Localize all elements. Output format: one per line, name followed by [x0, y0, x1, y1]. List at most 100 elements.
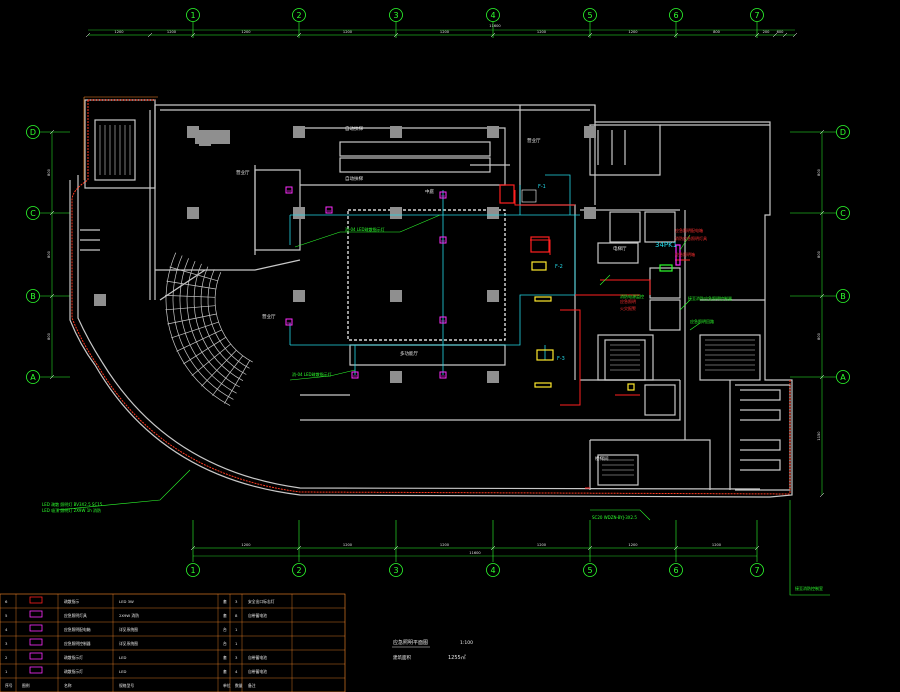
- top-dim-tick-8: [754, 32, 760, 38]
- legend-symbol-4: [29, 652, 43, 660]
- panel-id-label: 34PK1: [655, 241, 677, 249]
- light-fixtures: [285, 186, 447, 379]
- seating-aisle-11: [169, 266, 218, 282]
- legend-cell-5-5: 4: [235, 669, 238, 674]
- structural-columns: [94, 126, 596, 383]
- legend-cell-5-4: 套: [223, 669, 227, 674]
- axis-bubble-right-C: [836, 206, 850, 220]
- top-total-dim: 11600: [489, 24, 501, 28]
- bottom-dim-tick-3: [490, 545, 496, 551]
- seating-aisle-4: [183, 337, 226, 365]
- column-4: [293, 207, 305, 219]
- room-label-stair: 楼梯间: [595, 455, 609, 462]
- legend-cell-2-0: 4: [5, 627, 8, 632]
- column-0: [293, 126, 305, 138]
- right-dim-tick-2: [819, 293, 825, 299]
- axis-label-left-B: B: [30, 292, 36, 301]
- bottom-dim-tick-5: [673, 545, 679, 551]
- top-dim-text-4: 1200: [440, 30, 450, 34]
- legend-cell-2-3: 详见系统图: [119, 627, 138, 632]
- annotation-fire-alarm: 火灾报警: [620, 305, 636, 311]
- note-area-label: 建筑面积: [393, 654, 411, 661]
- label-f1: F-1: [538, 184, 546, 190]
- axis-label-top-3: 3: [393, 11, 398, 20]
- axis-bubble-right-D: [836, 125, 850, 139]
- legend-cell-2-2: 应急照明配电箱: [64, 627, 91, 632]
- legend-cell-0-2: 疏散指示: [64, 599, 79, 604]
- axis-bubble-bottom-3: [389, 563, 403, 577]
- top-dim-text-1: 1200: [167, 30, 177, 34]
- seating-aisle-2: [201, 350, 237, 387]
- fixture-1: [325, 206, 333, 214]
- seating-row-4: [186, 260, 240, 388]
- top-dim-text-2: 1200: [241, 30, 251, 34]
- axis-label-right-C: C: [840, 209, 846, 218]
- axis-label-top-4: 4: [490, 11, 495, 20]
- top-dim-text-9: 600: [777, 30, 785, 34]
- bottom-dim-tick-6: [754, 545, 760, 551]
- seating-row-3: [193, 263, 244, 382]
- right-dim-tick-1: [819, 210, 825, 216]
- legend-cell-1-5: 8: [235, 613, 238, 618]
- facade-orange-trim: [83, 96, 158, 180]
- right-extra-dim-text-0: 1150: [817, 431, 821, 441]
- annotation-panel-1: 应急照明配电箱: [675, 227, 703, 233]
- top-dim-tick-6: [587, 32, 593, 38]
- bottom-total-dim: 11600: [469, 551, 481, 555]
- axis-label-bottom-6: 6: [673, 566, 678, 575]
- legend-cell-5-3: LED: [119, 669, 127, 674]
- annotation-emergency: 应急照明: [620, 298, 636, 304]
- legend-header-4: 单位: [223, 683, 231, 688]
- top-dim-tick-4: [393, 32, 399, 38]
- left-dim-text-2: 800: [47, 332, 51, 340]
- axis-bubble-top-4: [486, 8, 500, 22]
- annotation-monitor: 消防电源监控: [620, 293, 644, 299]
- annotation-led-1: 消-04 LED疏散指示灯: [345, 226, 385, 232]
- axis-bubble-left-C: [26, 206, 40, 220]
- annotation-panel-2: 消防应急照明灯具: [675, 235, 707, 241]
- legend-header-1: 图例: [22, 683, 30, 688]
- axis-bubble-bottom-2: [292, 563, 306, 577]
- axis-bubble-top-2: [292, 8, 306, 22]
- bottom-dim-text-2: 1200: [440, 543, 450, 547]
- column-wide: [195, 130, 230, 144]
- top-dim-text-0: 1200: [114, 30, 124, 34]
- top-dim-tick-5: [490, 32, 496, 38]
- column-10: [390, 371, 402, 383]
- annotation-cable: SC20 WDZN-BYJ-3X2.5: [592, 515, 637, 520]
- room-labels: 自动扶梯 自动扶梯 中庭 营业厅 营业厅 营业厅 多功能厅 电梯厅 楼梯间: [236, 125, 627, 462]
- axis-label-bottom-2: 2: [296, 566, 301, 575]
- axis-bubble-left-A: [26, 370, 40, 384]
- axis-label-left-D: D: [30, 128, 36, 137]
- legend-cell-2-4: 台: [223, 627, 227, 632]
- top-dim-tick-3: [296, 32, 302, 38]
- top-dim-tick-1: [147, 32, 153, 38]
- legend-cell-4-5: 3: [235, 655, 238, 660]
- column-7: [293, 290, 305, 302]
- callout-leaders: [56, 214, 830, 596]
- axis-label-bottom-3: 3: [393, 566, 398, 575]
- axis-label-left-C: C: [30, 209, 36, 218]
- legend-cell-0-3: LED 3W: [119, 599, 134, 604]
- fixture-3: [439, 236, 447, 244]
- legend-cell-1-3: 2X9W 消防: [119, 613, 139, 618]
- axis-label-right-B: B: [840, 292, 846, 301]
- legend-cell-3-4: 台: [223, 641, 227, 646]
- note-area-value: 1255㎡: [448, 654, 466, 661]
- right-extra-dim-tick-0: [819, 374, 825, 380]
- seating-aisle-1: [212, 355, 243, 396]
- bottom-dim-text-5: 1200: [712, 543, 722, 547]
- axis-label-bottom-5: 5: [587, 566, 592, 575]
- seating-aisle-5: [176, 329, 222, 352]
- room-label-right: 营业厅: [527, 137, 541, 144]
- column-13: [584, 207, 596, 219]
- axis-bubble-right-A: [836, 370, 850, 384]
- top-dim-tick-2: [190, 32, 196, 38]
- seating-row-7: [165, 252, 231, 406]
- right-extra-dim-tick-1: [819, 492, 825, 498]
- column-14: [584, 126, 596, 138]
- seating-aisle-0: [224, 360, 251, 404]
- legend-cell-1-4: 套: [223, 613, 227, 618]
- building-walls: [69, 99, 793, 498]
